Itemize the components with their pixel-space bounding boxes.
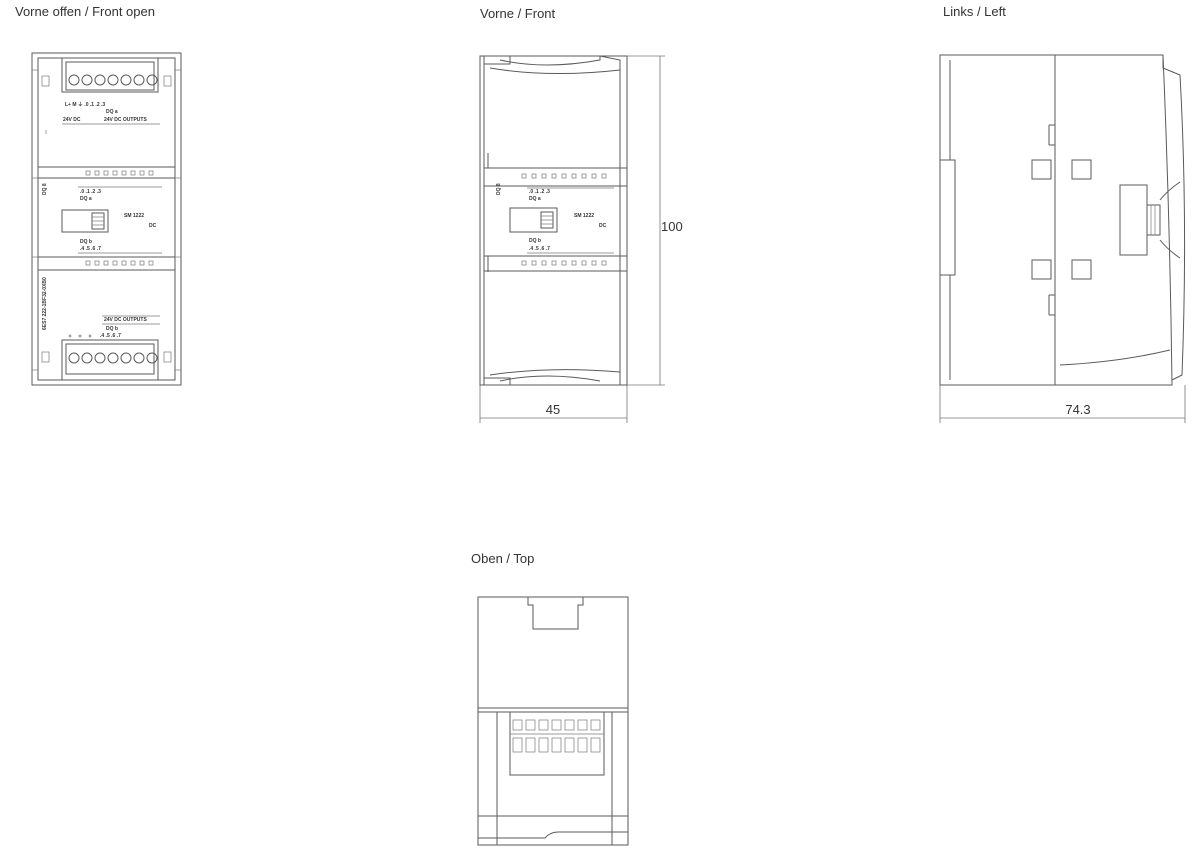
svg-text:.4 .5 .6 .7: .4 .5 .6 .7: [529, 246, 550, 252]
channel-group-a-label: .0 .1 .2 .3: [80, 189, 101, 195]
dimension-left-width: 74.3: [1065, 402, 1090, 417]
top-terminal-label: 24V DC OUTPUTS: [104, 117, 147, 123]
order-number: 6ES7 222-1BF32-0XB0: [42, 277, 48, 330]
model-label: SM 1222: [124, 213, 144, 219]
view-title-left: Links / Left: [943, 4, 1006, 19]
port-a-label: DQ a: [80, 196, 92, 202]
front-open-view: L+ M ⏚ .0 .1 .2 .3 DQ a 24V DC 24V DC OU…: [31, 52, 182, 386]
upper-led-row: [85, 170, 154, 176]
bottom-terminal-label: 24V DC OUTPUTS: [104, 317, 147, 323]
top-terminal-slots: [512, 719, 601, 753]
svg-text:DQ b: DQ b: [106, 326, 118, 332]
bottom-terminal-screws: [68, 352, 158, 364]
front-upper-led-row: [521, 173, 607, 179]
svg-text:DQ b: DQ b: [529, 238, 541, 244]
channel-group-b-label: .4 .5 .6 .7: [80, 246, 101, 252]
front-view: DQ 8 .0 .1 .2 .3 DQ a SM 1222 DC DQ b .4…: [479, 55, 665, 423]
side-text: DQ 8: [42, 183, 48, 195]
dimension-front-width: 45: [546, 402, 560, 417]
svg-text:L+ M ⏚ .0 .1 .2 .3: L+ M ⏚ .0 .1 .2 .3: [65, 101, 105, 108]
port-b-label: DQ b: [80, 239, 92, 245]
type-label: DC: [149, 223, 157, 229]
svg-text:DQ 8: DQ 8: [496, 183, 502, 195]
view-title-front-open: Vorne offen / Front open: [15, 4, 155, 19]
svg-text:DC: DC: [599, 223, 607, 229]
svg-text:.4 .5 .6 .7: .4 .5 .6 .7: [100, 333, 121, 339]
svg-text:24V DC: 24V DC: [63, 117, 81, 123]
left-view: [939, 54, 1186, 423]
svg-text:DQ a: DQ a: [529, 196, 541, 202]
svg-text:DQ a: DQ a: [106, 109, 118, 115]
svg-text:SM 1222: SM 1222: [574, 213, 594, 219]
view-title-front: Vorne / Front: [480, 6, 556, 21]
top-terminal-screws: [68, 74, 158, 86]
top-view: [477, 596, 629, 846]
lower-led-row: [85, 260, 154, 266]
view-title-top: Oben / Top: [471, 551, 535, 566]
front-lower-led-row: [521, 260, 607, 266]
dimension-front-height: 100: [661, 219, 683, 234]
svg-text:.0 .1 .2 .3: .0 .1 .2 .3: [529, 189, 550, 195]
